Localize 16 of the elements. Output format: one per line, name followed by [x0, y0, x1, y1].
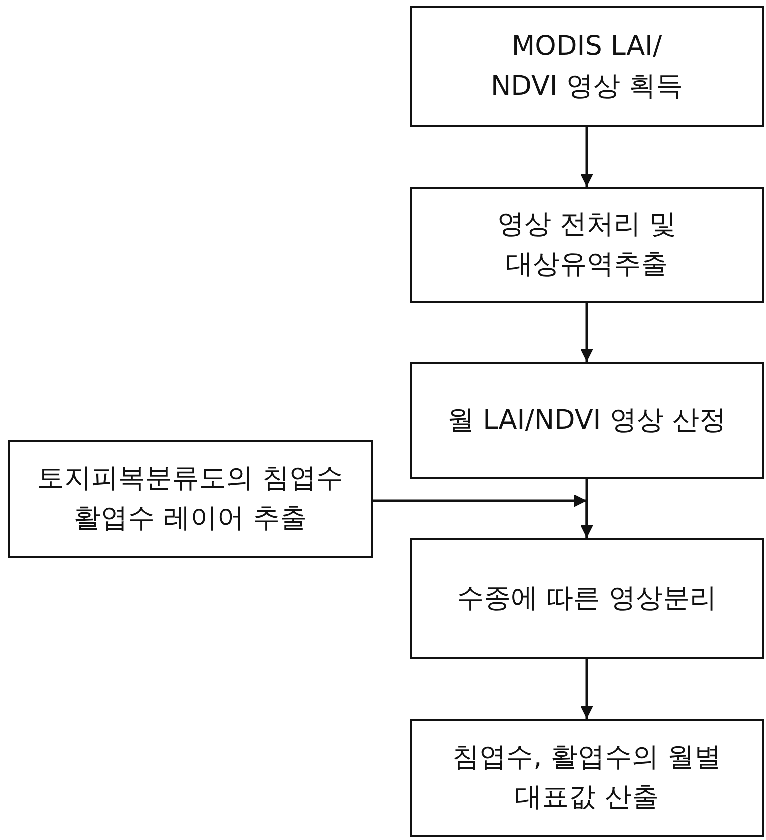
process-box [8, 440, 373, 558]
box-label: 수종에 따른 영상분리 [456, 582, 718, 616]
process-box [410, 719, 764, 837]
arrow [580, 659, 594, 719]
box-label: 침엽수, 활엽수의 월별 대표값 산출 [452, 741, 722, 815]
box-label: 월 LAI/NDVI 영상 산정 [448, 404, 726, 438]
process-box [410, 6, 764, 127]
process-box [410, 362, 764, 479]
box-label: 토지피복분류도의 침엽수 활엽수 레이어 추출 [36, 462, 344, 536]
arrow [373, 495, 594, 538]
process-box [410, 538, 764, 659]
process-box [410, 187, 764, 303]
box-label: 영상 전처리 및 대상유역추출 [496, 208, 678, 282]
arrow [580, 127, 594, 187]
arrow [580, 303, 594, 362]
box-label: MODIS LAI/ NDVI 영상 획득 [490, 30, 684, 104]
